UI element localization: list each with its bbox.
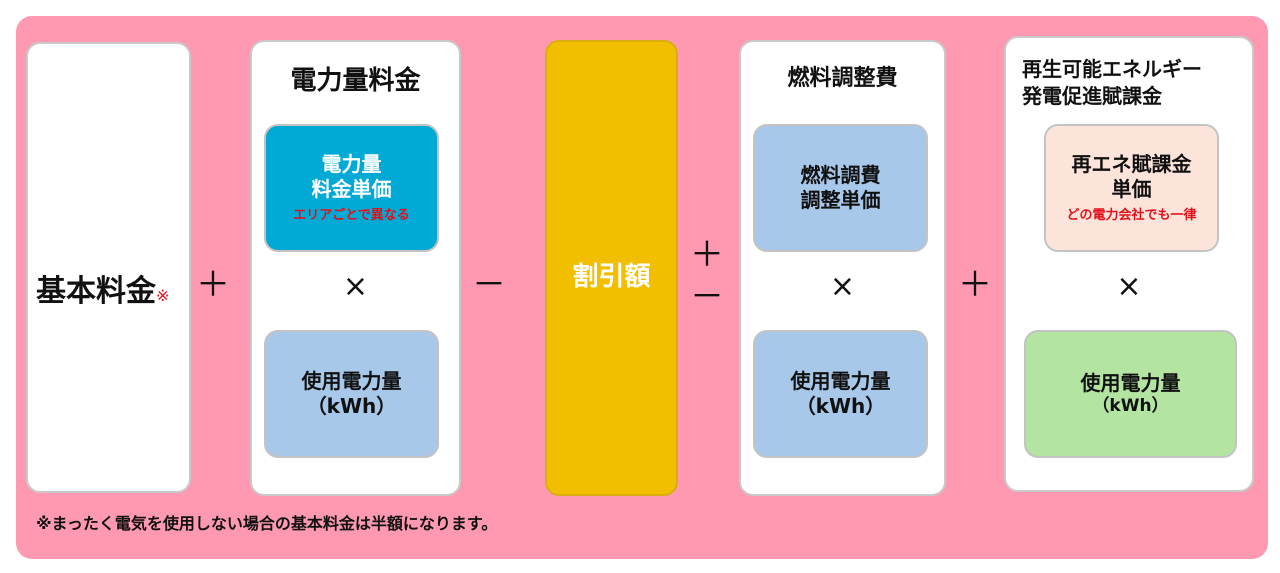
energy-unit-price-note: エリアごとで異なる [293,207,410,223]
renewable-unit-price-note: どの電力会社でも一律 [1066,207,1197,223]
renewable-levy-title: 再生可能エネルギー 発電促進賦課金 [1022,56,1202,110]
energy-usage-box: 使用電力量 （kWh） [264,330,439,458]
plus-operator: ＋ [958,265,992,305]
fuel-unit-price-line2: 調整単価 [800,188,881,212]
fuel-adjustment-title: 燃料調整費 [787,66,898,91]
plus-minus-minus: － [690,277,724,317]
renewable-unit-price-line2: 単価 [1111,176,1152,201]
asterisk-mark: ※ [156,286,170,305]
renewable-levy-card: 再生可能エネルギー 発電促進賦課金 再エネ賦課金 単価 どの電力会社でも一律 ×… [1004,36,1254,492]
energy-charge-title: 電力量料金 [290,66,421,96]
times-operator: × [342,269,369,304]
renewable-unit-price-line1: 再エネ賦課金 [1071,151,1192,176]
fuel-usage-line2: （kWh） [795,394,886,418]
discount-card: 割引額 [545,40,678,496]
fuel-usage-box: 使用電力量 （kWh） [753,330,928,458]
renewable-usage-line1: 使用電力量 [1080,370,1181,395]
fuel-usage-line1: 使用電力量 [790,369,891,393]
plus-operator: ＋ [196,265,230,305]
minus-operator: － [472,265,506,305]
basic-fee-card: 基本料金※ [26,42,191,493]
fuel-unit-price-line1: 燃料調費 [800,163,881,187]
basic-fee-label-wrap: 基本料金※ [36,266,169,310]
energy-usage-line1: 使用電力量 [301,369,402,393]
times-operator: × [829,269,856,304]
fuel-adjustment-card: 燃料調整費 燃料調費 調整単価 × 使用電力量 （kWh） [739,40,946,496]
discount-label: 割引額 [572,262,651,292]
basic-fee-label: 基本料金 [36,274,156,309]
times-operator: × [1116,269,1142,304]
renewable-levy-title-line2: 発電促進賦課金 [1022,84,1162,108]
footnote: ※まったく電気を使用しない場合の基本料金は半額になります。 [36,514,498,533]
renewable-usage-line2: （kWh） [1092,395,1169,416]
renewable-usage-box: 使用電力量 （kWh） [1024,330,1237,458]
energy-charge-card: 電力量料金 電力量 料金単価 エリアごとで異なる × 使用電力量 （kWh） [250,40,461,496]
fuel-unit-price-box: 燃料調費 調整単価 [753,124,928,252]
plus-minus-plus: ＋ [690,235,724,275]
energy-unit-price-box: 電力量 料金単価 エリアごとで異なる [264,124,439,252]
energy-usage-line2: （kWh） [306,394,397,418]
renewable-unit-price-box: 再エネ賦課金 単価 どの電力会社でも一律 [1044,124,1219,252]
energy-unit-price-line1: 電力量 [321,151,382,176]
energy-unit-price-line2: 料金単価 [311,176,392,201]
renewable-levy-title-line1: 再生可能エネルギー [1022,57,1202,81]
